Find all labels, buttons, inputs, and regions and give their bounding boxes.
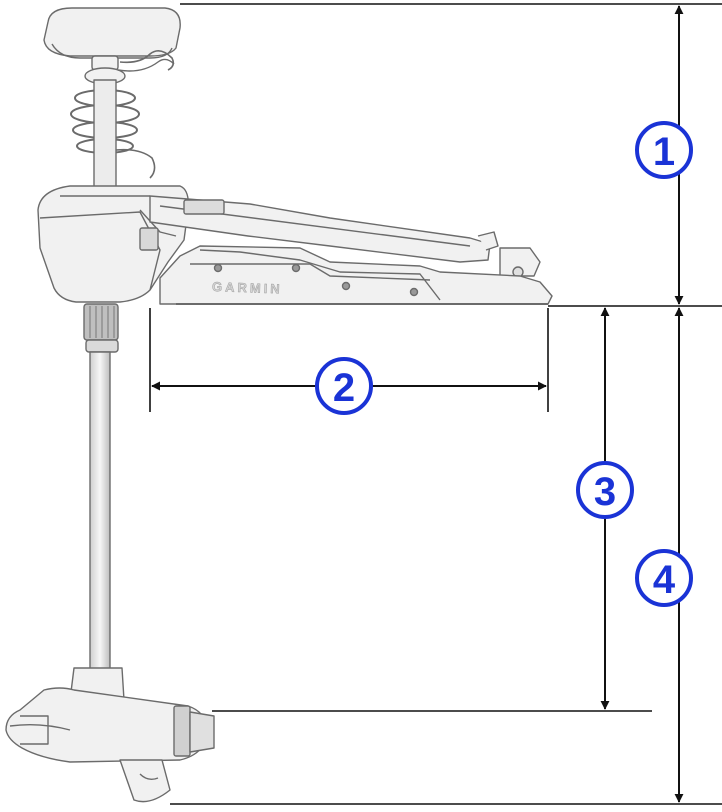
- stow-arm: [149, 195, 541, 278]
- callout-2: 2: [315, 357, 373, 415]
- callout-circle: [576, 461, 634, 519]
- trolling-motor-illustration: GARMIN: [5, 7, 553, 803]
- callout-number: 2: [333, 366, 355, 410]
- callout-number: 1: [653, 130, 675, 174]
- garmin-logo: GARMIN: [212, 279, 283, 296]
- callout-number: 4: [653, 558, 676, 602]
- callout-1: 1: [635, 121, 693, 179]
- shaft-collar: [83, 303, 119, 353]
- steering-column: [93, 79, 117, 189]
- callout-3: 3: [576, 461, 634, 519]
- dimension-lines: [149, 3, 722, 805]
- mount-base: GARMIN: [159, 245, 553, 305]
- callout-circle: [315, 357, 373, 415]
- motor-shaft: [89, 351, 111, 671]
- callout-4: 4: [635, 549, 693, 607]
- callout-circle: [635, 549, 693, 607]
- callout-circle: [635, 121, 693, 179]
- callout-number: 3: [594, 470, 616, 514]
- lower-unit: [5, 667, 215, 803]
- motor-head: [43, 7, 181, 85]
